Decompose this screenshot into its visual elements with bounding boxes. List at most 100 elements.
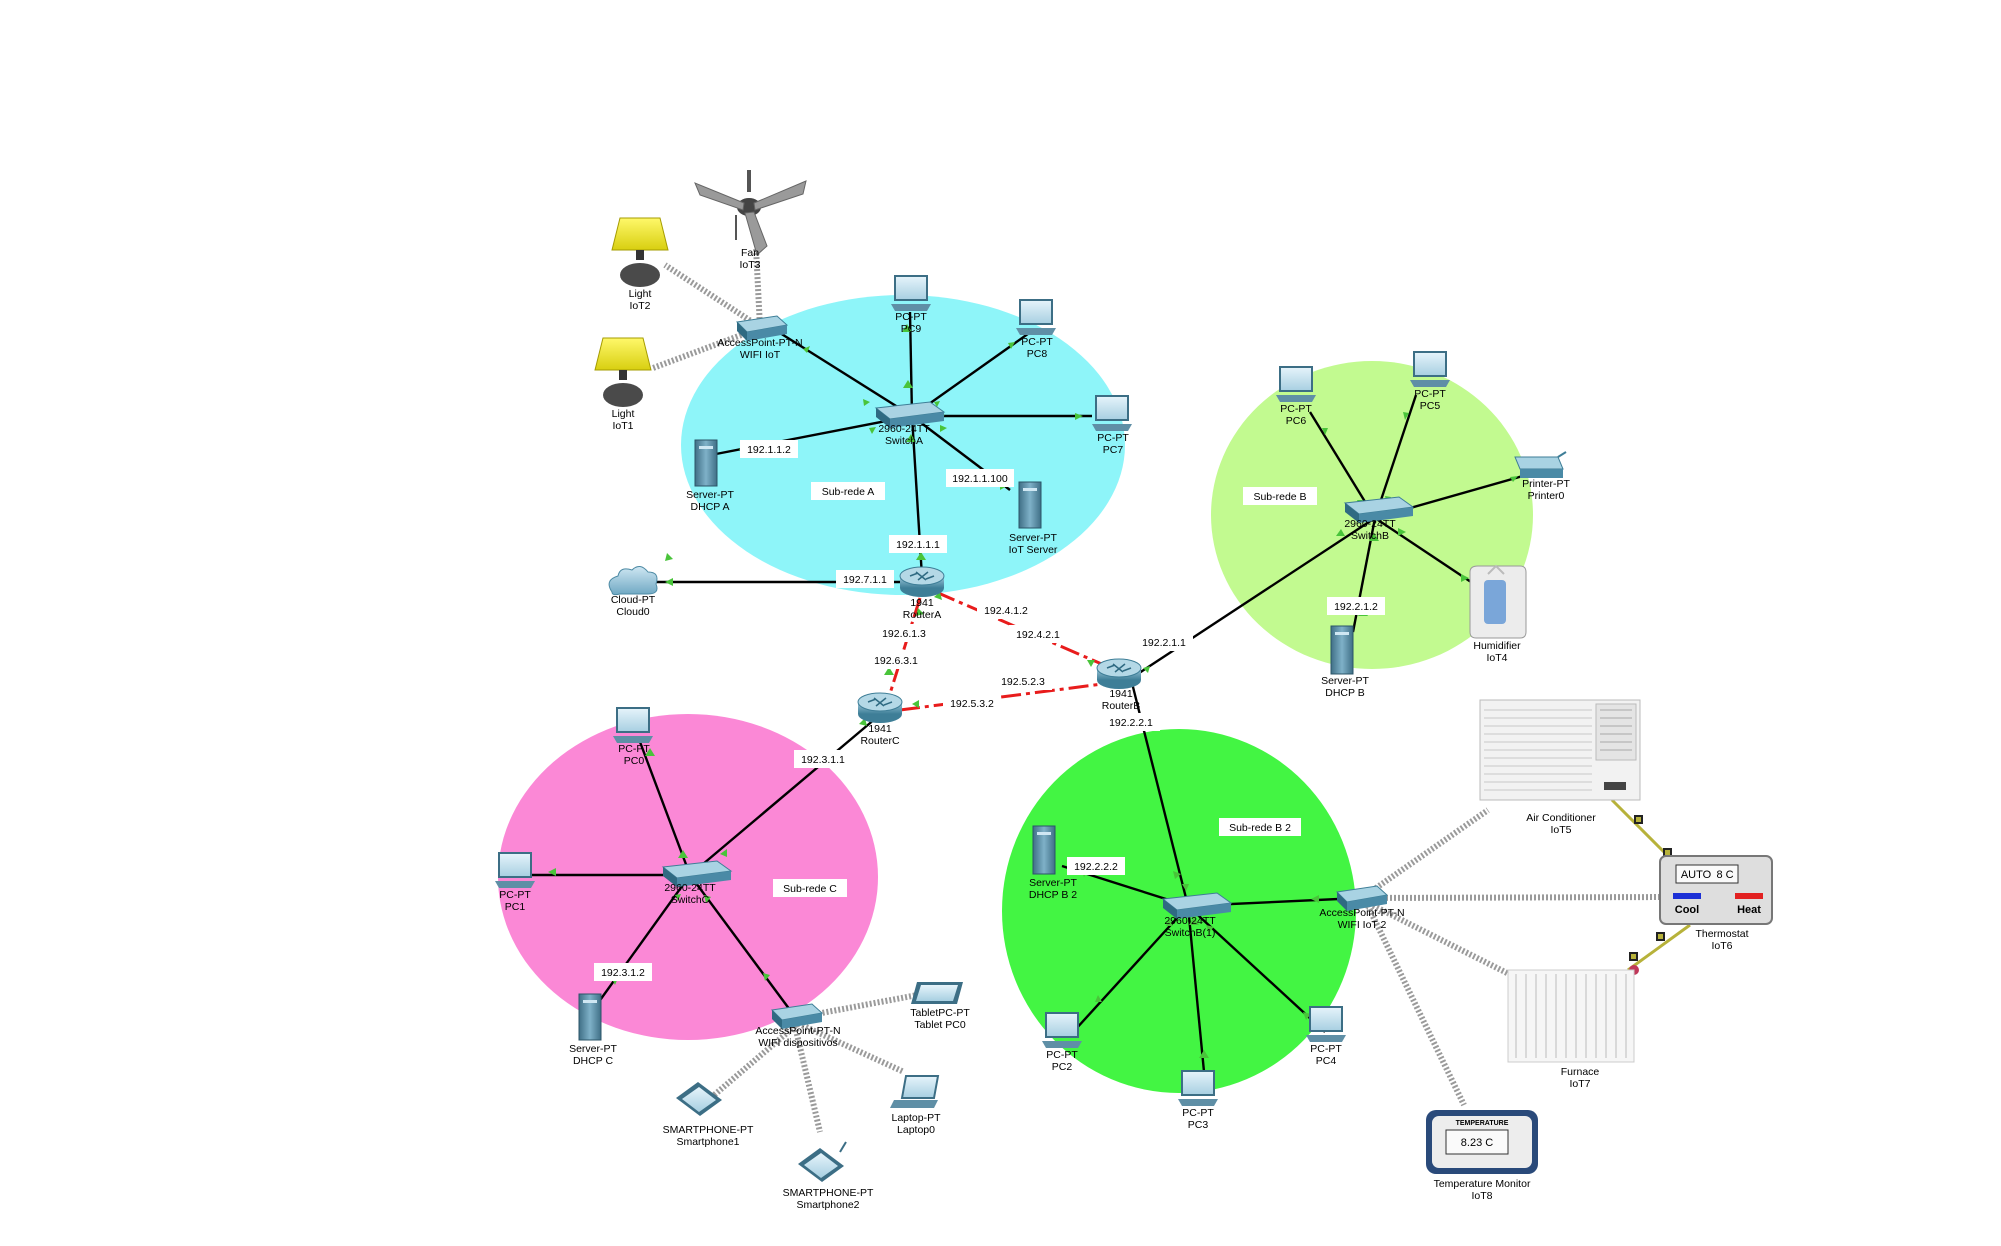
temperature-monitor-reading: 8.23 C (1461, 1137, 1493, 1149)
smartphone-smartphone2[interactable]: SMARTPHONE-PT Smartphone2 (783, 1141, 874, 1211)
svg-text:PC-PT: PC-PT (1310, 1043, 1342, 1055)
ip-label: 192.2.2.2 (1067, 857, 1125, 875)
switch-c[interactable]: 2960-24TT SwitchC (661, 860, 733, 906)
svg-text:PC-PT: PC-PT (1280, 403, 1312, 415)
svg-text:RouterB: RouterB (1102, 700, 1141, 712)
svg-text:SwitchC: SwitchC (671, 894, 710, 906)
light-iot1[interactable]: Light IoT1 (594, 337, 652, 432)
pc-pc4[interactable]: PC-PT PC4 (1306, 1006, 1346, 1067)
switch-icon (1343, 496, 1415, 523)
furnace-iot7[interactable]: Furnace IoT7 (1507, 969, 1635, 1090)
pc-pc8[interactable]: PC-PT PC8 (1016, 299, 1056, 360)
svg-text:SwitchA: SwitchA (885, 435, 923, 447)
svg-text:192.1.1.2: 192.1.1.2 (747, 444, 791, 456)
router-a[interactable]: 1941 RouterA (899, 566, 945, 621)
fan-iot3[interactable]: Fan IoT3 (694, 170, 807, 271)
switch-icon (1161, 892, 1233, 919)
thermostat-iot6[interactable]: AUTO 8 C Cool Heat Thermostat IoT6 (1659, 855, 1773, 952)
subnet-c-label: Sub-rede C (783, 883, 837, 895)
svg-text:AccessPoint-PT-N: AccessPoint-PT-N (755, 1025, 840, 1037)
svg-text:RouterC: RouterC (860, 735, 900, 747)
svg-text:IoT8: IoT8 (1471, 1190, 1492, 1202)
subnet-a-area[interactable] (681, 295, 1125, 595)
svg-text:Temperature Monitor: Temperature Monitor (1434, 1178, 1531, 1190)
switch-b[interactable]: 2960-24TT SwitchB (1343, 496, 1415, 542)
temperature-monitor-icon (1426, 1110, 1538, 1174)
svg-text:Thermostat: Thermostat (1695, 928, 1748, 940)
svg-text:PC2: PC2 (1052, 1061, 1073, 1073)
server-dhcp-b2[interactable]: Server-PT DHCP B 2 (1029, 825, 1078, 901)
server-dhcp-c[interactable]: Server-PT DHCP C (569, 993, 618, 1067)
svg-text:PC5: PC5 (1420, 400, 1441, 412)
svg-text:PC1: PC1 (505, 901, 526, 913)
svg-text:IoT6: IoT6 (1711, 940, 1732, 952)
router-b[interactable]: 1941 RouterB (1096, 658, 1142, 712)
ip-label: 192.7.1.1 (836, 570, 894, 588)
switch-a[interactable]: 2960-24TT SwitchA (874, 401, 946, 447)
svg-text:IoT7: IoT7 (1569, 1078, 1590, 1090)
svg-text:RouterA: RouterA (903, 609, 942, 621)
svg-text:Light: Light (629, 288, 652, 300)
svg-text:Humidifier: Humidifier (1473, 640, 1521, 652)
cloud-cloud0[interactable]: Cloud-PT Cloud0 (608, 566, 658, 618)
svg-text:192.2.2.2: 192.2.2.2 (1074, 861, 1118, 873)
thermostat-icon (1659, 855, 1773, 925)
access-point-wifi-dispositivos[interactable]: AccessPoint-PT-N WIFI dispositivos (755, 1003, 841, 1049)
ip-label: 192.1.1.100 (946, 469, 1014, 487)
temperature-monitor-iot8[interactable]: TEMPERATURE 8.23 C Temperature Monitor I… (1426, 1110, 1538, 1202)
air-conditioner-iot5[interactable]: Air Conditioner IoT5 (1479, 699, 1641, 836)
server-icon (1330, 625, 1354, 675)
ceiling-fan-icon (694, 170, 807, 256)
svg-text:192.2.1.2: 192.2.1.2 (1334, 601, 1378, 613)
thermostat-setpoint: 8 C (1716, 869, 1733, 881)
svg-text:Printer-PT: Printer-PT (1522, 478, 1570, 490)
printer-printer0[interactable]: Printer-PT Printer0 (1514, 451, 1571, 502)
svg-text:PC7: PC7 (1103, 444, 1124, 456)
server-icon (578, 993, 602, 1041)
svg-text:Smartphone1: Smartphone1 (676, 1136, 739, 1148)
humidifier-iot4[interactable]: Humidifier IoT4 (1469, 564, 1527, 664)
subnet-b2-label: Sub-rede B 2 (1229, 822, 1291, 834)
tablet-icon (911, 982, 963, 1004)
pc-pc0[interactable]: PC-PT PC0 (613, 707, 653, 767)
ip-label: 192.6.3.1 (867, 651, 925, 669)
svg-text:DHCP B: DHCP B (1325, 687, 1364, 699)
svg-text:192.5.2.3: 192.5.2.3 (1001, 676, 1045, 688)
svg-text:Laptop-PT: Laptop-PT (891, 1112, 941, 1124)
server-dhcp-a[interactable]: Server-PT DHCP A (686, 439, 735, 513)
thermostat-mode: AUTO (1681, 869, 1712, 881)
svg-text:Server-PT: Server-PT (569, 1043, 617, 1055)
access-point-wifi-iot2[interactable]: AccessPoint-PT-N WIFI IoT 2 (1319, 885, 1405, 931)
light-iot2[interactable]: Light IoT2 (611, 217, 669, 312)
svg-text:192.3.1.2: 192.3.1.2 (601, 967, 645, 979)
pc-pc5[interactable]: PC-PT PC5 (1410, 351, 1450, 412)
switch-b1[interactable]: 2960-24TT SwitchB(1) (1161, 892, 1233, 939)
server-icon (1032, 825, 1056, 875)
access-point-wifi-iot[interactable]: AccessPoint-PT-N WIFI IoT (717, 315, 803, 361)
server-dhcp-b[interactable]: Server-PT DHCP B (1321, 625, 1370, 699)
svg-text:PC-PT: PC-PT (618, 743, 650, 755)
tablet-pc0[interactable]: TabletPC-PT Tablet PC0 (910, 982, 970, 1031)
svg-text:1941: 1941 (1109, 688, 1133, 700)
router-c[interactable]: 1941 RouterC (857, 692, 903, 747)
server-icon (1018, 481, 1042, 529)
printer-icon (1514, 451, 1567, 478)
pc-pc6[interactable]: PC-PT PC6 (1276, 366, 1316, 427)
svg-text:Tablet PC0: Tablet PC0 (914, 1019, 966, 1031)
svg-text:Server-PT: Server-PT (1029, 877, 1077, 889)
pc-pc2[interactable]: PC-PT PC2 (1042, 1012, 1082, 1073)
ip-label: 192.1.1.1 (889, 535, 947, 553)
laptop-laptop0[interactable]: Laptop-PT Laptop0 (890, 1075, 941, 1136)
pc-icon (1092, 395, 1132, 431)
pc-pc1[interactable]: PC-PT PC1 (495, 852, 535, 913)
ip-label: 192.2.2.1 (1102, 713, 1160, 731)
pc-pc7[interactable]: PC-PT PC7 (1092, 395, 1132, 456)
pc-pc9[interactable]: PC-PT PC9 (891, 275, 931, 335)
svg-text:DHCP C: DHCP C (573, 1055, 613, 1067)
pc-pc3[interactable]: PC-PT PC3 (1178, 1070, 1218, 1131)
smartphone-smartphone1[interactable]: SMARTPHONE-PT Smartphone1 (663, 1082, 754, 1148)
server-iot-server[interactable]: Server-PT IoT Server (1009, 481, 1058, 556)
svg-text:PC-PT: PC-PT (1097, 432, 1129, 444)
svg-text:WIFI dispositivos: WIFI dispositivos (758, 1037, 837, 1049)
